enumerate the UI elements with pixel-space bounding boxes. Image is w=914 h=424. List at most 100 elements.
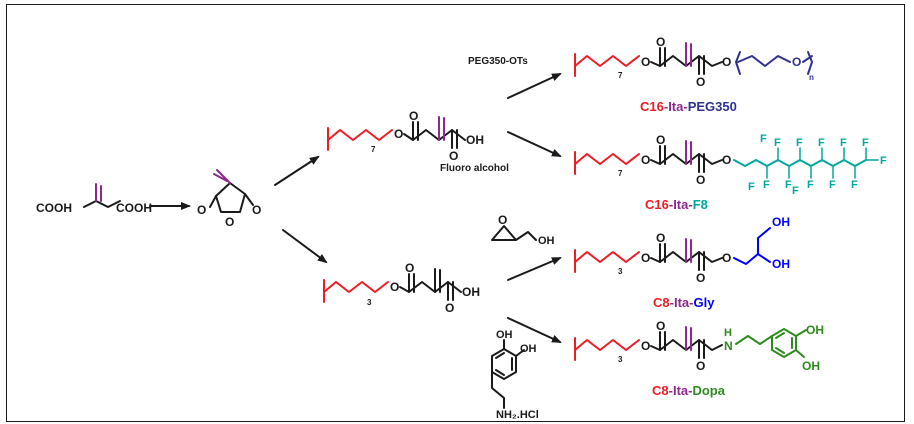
p4-oh-2: OH bbox=[802, 359, 820, 373]
epoxide-o: O bbox=[498, 213, 507, 227]
fluorine-atom: F bbox=[840, 137, 847, 149]
fluorine-atom: F bbox=[818, 137, 825, 149]
fluorine-atom: F bbox=[785, 179, 792, 191]
fluorine-atom: F bbox=[880, 155, 887, 167]
dopamine-oh-1: OH bbox=[496, 329, 513, 341]
p3-label: C8-Ita-Gly bbox=[653, 295, 715, 310]
p3-oh-1: OH bbox=[772, 215, 790, 229]
p1-n: n bbox=[809, 73, 814, 82]
p1-ita: -Ita- bbox=[664, 99, 688, 114]
glycidol-structure: O OH bbox=[491, 213, 555, 247]
p3-oh-2: OH bbox=[772, 257, 790, 271]
figure-frame bbox=[6, 4, 905, 422]
p4-co-2: O bbox=[696, 359, 705, 373]
p3-alkyl: C8 bbox=[653, 295, 670, 310]
p2-co-2: O bbox=[696, 173, 705, 187]
p3-tail: Gly bbox=[693, 295, 715, 310]
fluorine-atom: F bbox=[807, 179, 814, 191]
product-c8-ita-gly: 3 O O O O OH OH C8-Ita-Gly bbox=[574, 215, 790, 310]
repeat-7-b: 7 bbox=[618, 71, 623, 80]
p3-co-1: O bbox=[656, 231, 665, 245]
fluorine-atom: F bbox=[851, 179, 858, 191]
carbonyl-o-c8-2: O bbox=[445, 301, 454, 315]
fluorine-atom: F bbox=[760, 133, 767, 145]
p4-n: N bbox=[724, 339, 733, 353]
p4-ester-o: O bbox=[641, 339, 650, 353]
p1-alkyl: C16 bbox=[640, 99, 664, 114]
fluorine-atom: F bbox=[763, 179, 770, 191]
reagent-fluoro-alcohol: Fluoro alcohol bbox=[440, 163, 509, 174]
p4-co-1: O bbox=[656, 319, 665, 333]
p3-ester-o: O bbox=[641, 251, 650, 265]
p4-tail: Dopa bbox=[692, 383, 725, 398]
product-c8-ita-dopa: 3 O O O N H OH OH C8-Ita-Dopa bbox=[574, 319, 824, 398]
arrow-to-c16-acid bbox=[274, 155, 320, 186]
c8-itaconate-acid: 3 O O O OH bbox=[323, 261, 480, 315]
fluorine-atom: F bbox=[796, 137, 803, 149]
p1-co-2: O bbox=[696, 75, 705, 89]
itaconic-anhydride: O O O bbox=[197, 169, 261, 229]
cooh-label-right: COOH bbox=[116, 201, 152, 215]
cooh-label-left: COOH bbox=[36, 201, 72, 215]
dopamine-structure: OH OH NH₂.HCl bbox=[491, 329, 539, 421]
fluorine-atom: F bbox=[748, 181, 755, 193]
p1-tail: PEG350 bbox=[688, 99, 737, 114]
p1-o-peg: O bbox=[722, 55, 731, 69]
dopamine-amine: NH₂.HCl bbox=[496, 409, 539, 421]
anhydride-o-ring: O bbox=[225, 215, 234, 229]
carbonyl-o-2: O bbox=[449, 149, 458, 163]
p4-alkyl: C8 bbox=[652, 383, 669, 398]
dopamine-oh-2: OH bbox=[520, 343, 537, 355]
fluorine-atom: F bbox=[829, 179, 836, 191]
p1-label: C16-Ita-PEG350 bbox=[640, 99, 737, 114]
carbonyl-o-c8-1: O bbox=[405, 261, 414, 275]
p1-peg-o: O bbox=[792, 55, 801, 69]
repeat-3-a: 3 bbox=[367, 298, 372, 307]
c16-itaconate-acid: 7 O O O OH bbox=[327, 109, 484, 163]
p4-ita: -Ita- bbox=[669, 383, 693, 398]
anhydride-o-right: O bbox=[252, 203, 261, 217]
p4-oh-1: OH bbox=[806, 323, 824, 337]
arrow-glycidol bbox=[507, 257, 562, 281]
acid-oh: OH bbox=[466, 133, 484, 147]
ester-o: O bbox=[394, 127, 403, 141]
p4-label: C8-Ita-Dopa bbox=[652, 383, 726, 398]
p3-o-gly: O bbox=[722, 251, 731, 265]
itaconic-acid: COOH COOH bbox=[36, 183, 152, 215]
fluorine-atom: F bbox=[862, 137, 869, 149]
p2-ester-o: O bbox=[641, 153, 650, 167]
arrow-fluoro bbox=[507, 131, 562, 157]
reaction-arrows bbox=[149, 73, 562, 343]
p4-nh: H bbox=[724, 327, 732, 339]
product-c16-ita-peg350: 7 O O O O O n C16-Ita-PEG350 bbox=[574, 35, 814, 114]
repeat-3-c: 3 bbox=[618, 355, 623, 364]
p2-alkyl: C16 bbox=[645, 197, 669, 212]
p2-o-chain: O bbox=[722, 153, 731, 167]
p3-co-2: O bbox=[696, 271, 705, 285]
ester-o-c8: O bbox=[390, 280, 399, 294]
glycidol-oh: OH bbox=[538, 235, 555, 247]
arrow-to-c8-acid bbox=[282, 229, 328, 264]
p2-ita: -Ita- bbox=[669, 197, 693, 212]
p2-label: C16-Ita-F8 bbox=[645, 197, 708, 212]
repeat-7-c: 7 bbox=[618, 169, 623, 178]
fluorine-atom: F bbox=[792, 185, 799, 197]
repeat-7-a: 7 bbox=[371, 145, 376, 154]
p1-co-1: O bbox=[656, 35, 665, 49]
anhydride-o-left: O bbox=[197, 203, 206, 217]
reagent-peg350-ots: PEG350-OTs bbox=[468, 56, 528, 67]
acid-oh-c8: OH bbox=[462, 285, 480, 299]
p2-co-1: O bbox=[656, 133, 665, 147]
carbonyl-o-1: O bbox=[409, 109, 418, 123]
arrow-dopamine bbox=[507, 317, 562, 343]
p1-ester-o: O bbox=[641, 55, 650, 69]
fluorine-atom: F bbox=[774, 137, 781, 149]
repeat-3-b: 3 bbox=[618, 267, 623, 276]
p2-tail: F8 bbox=[693, 197, 708, 212]
arrow-peg bbox=[507, 73, 562, 99]
p3-ita: -Ita- bbox=[670, 295, 694, 310]
